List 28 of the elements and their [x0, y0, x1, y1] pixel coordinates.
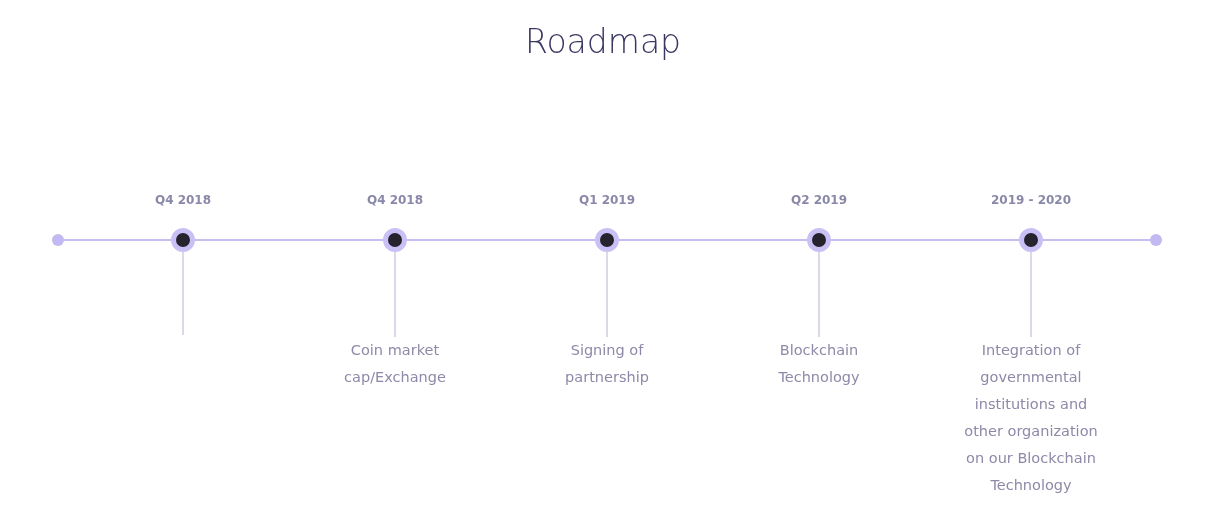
timeline-line [63, 239, 172, 241]
milestone-dot [171, 228, 195, 252]
connector-line [606, 251, 608, 338]
date-label: Q4 2018 [366, 193, 424, 207]
connector-line [1030, 251, 1032, 338]
milestone-dot [807, 228, 831, 252]
timeline-line [194, 239, 384, 241]
timeline-line [1042, 239, 1151, 241]
timeline-end-dot [52, 234, 64, 246]
connector-line [182, 251, 184, 336]
milestone-description: Blockchain Technology [777, 341, 861, 387]
date-label: Q2 2019 [790, 193, 848, 207]
timeline-line [618, 239, 808, 241]
milestone-dot [383, 228, 407, 252]
connector-line [818, 251, 820, 338]
timeline-end-dot [1150, 234, 1162, 246]
milestone-description: Signing of partnership [564, 341, 650, 387]
milestone-dot [595, 228, 619, 252]
connector-line [394, 251, 396, 338]
date-label: Q4 2018 [154, 193, 212, 207]
title: Roadmap [524, 22, 682, 61]
milestone-dot [1019, 228, 1043, 252]
milestone-description: Coin market cap/Exchange [343, 341, 447, 387]
timeline-line [830, 239, 1020, 241]
timeline-line [406, 239, 596, 241]
milestone-description: Integration of governmental institutions and other organization on our Blockchain Technology [963, 341, 1099, 495]
date-label: 2019 - 2020 [990, 193, 1072, 207]
date-label: Q1 2019 [578, 193, 636, 207]
